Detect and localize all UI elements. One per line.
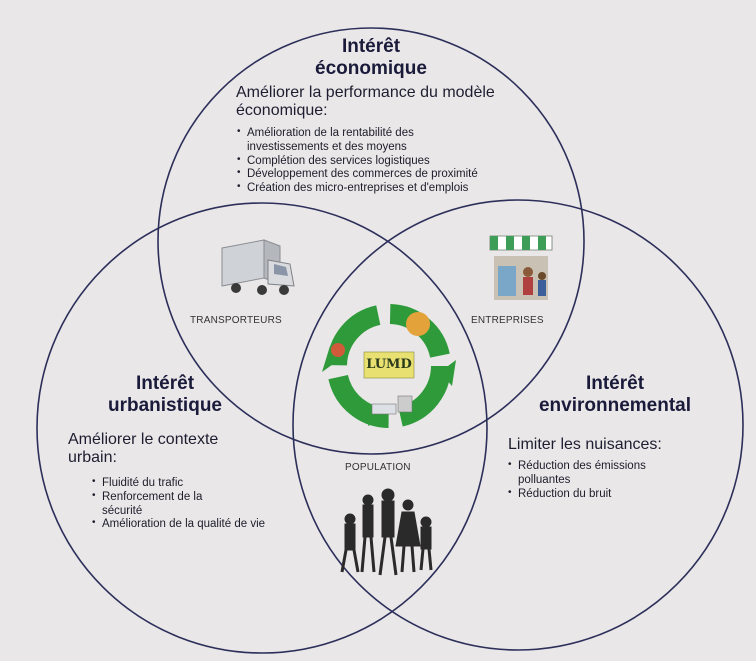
list-item: Renforcement de la sécurité [92,490,214,519]
urbanistique-circle [36,202,488,654]
list-item: Amélioration de la qualité de vie [92,517,307,532]
entreprises-label: ENTREPRISES [471,315,544,326]
urbanistique-intro-line1: Améliorer le contexte [68,431,219,448]
population-label: POPULATION [345,462,411,473]
truck-icon [221,239,295,295]
cycle-arrows-icon [322,304,456,428]
list-item: Réduction des émissions polluantes [508,459,688,488]
economique-intro-line1: Améliorer la performance du modèle [236,84,495,101]
center-logo-text: LUMD [366,357,412,372]
urbanistique-intro-line2: urbain: [68,449,117,467]
list-item: Amélioration de la rentabilité des inves… [237,126,493,155]
environnemental-intro: Limiter les nuisances: [508,436,662,453]
environnemental-title: Intérêt environnemental [520,373,710,417]
urbanistique-title-line1: Intérêt [135,373,195,394]
environnemental-title-line2: environnemental [538,394,692,416]
environnemental-title-line1: Intérêt [585,373,645,394]
urbanistique-list: Fluidité du trafic Renforcement de la sé… [92,476,307,532]
economique-intro: Améliorer la performance du modèle écono… [236,84,566,121]
economique-title-line2: économique [315,57,427,79]
urbanistique-title-line2: urbanistique [107,394,222,416]
list-item: Complétion des services logistiques [237,154,587,169]
economique-title-line1: Intérêt [341,36,401,57]
economique-intro-line2: économique: [236,102,328,120]
list-item: Création des micro-entreprises et d'empl… [237,181,587,196]
people-icon [340,488,433,576]
transporteurs-label: TRANSPORTEURS [190,315,282,326]
list-item: Développement des commerces de proximité [237,167,587,182]
economique-title: Intérêt économique [286,36,456,80]
environnemental-list: Réduction des émissions polluantes Réduc… [508,459,708,502]
shop-icon [489,235,553,300]
list-item: Fluidité du trafic [92,476,307,491]
economique-circle [157,27,585,455]
urbanistique-title: Intérêt urbanistique [90,373,240,417]
list-item: Réduction du bruit [508,487,708,502]
economique-list: Amélioration de la rentabilité des inves… [237,126,587,196]
environnemental-circle [292,199,744,651]
urbanistique-intro: Améliorer le contexte urbain: [68,431,268,468]
